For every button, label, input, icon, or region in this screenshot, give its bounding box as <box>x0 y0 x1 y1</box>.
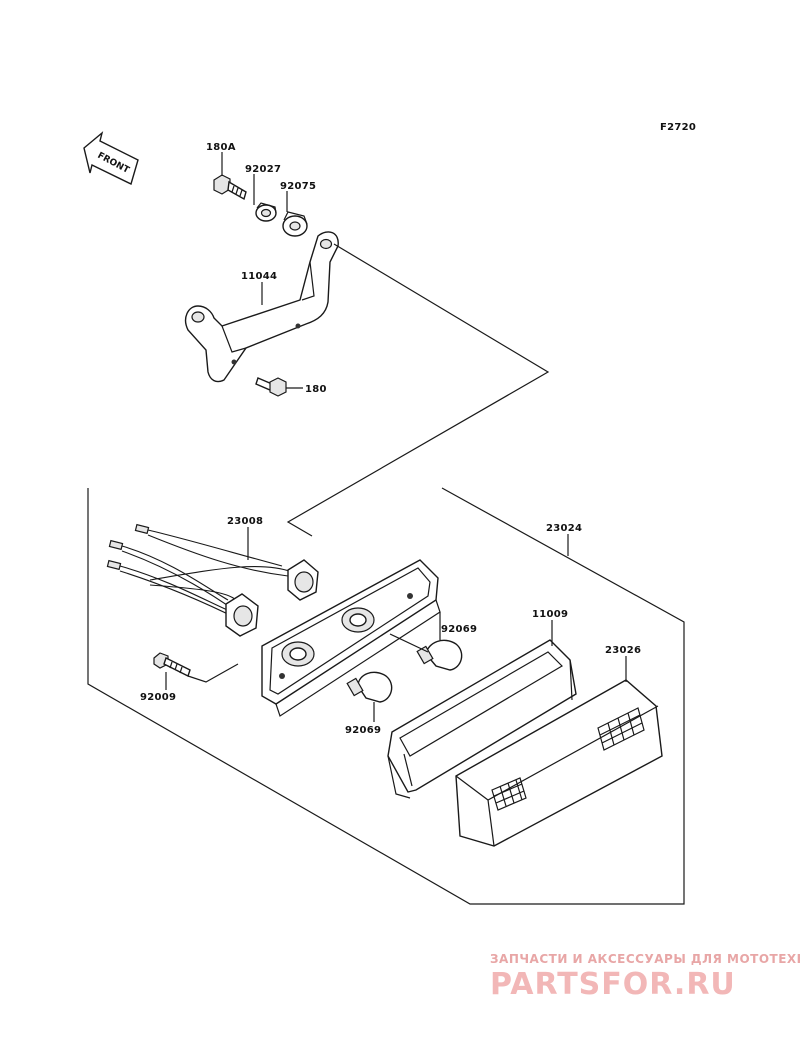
screw-92009 <box>153 652 191 677</box>
label-23024: 23024 <box>546 523 582 534</box>
frame-11009 <box>387 639 577 799</box>
lower-assembly-outline <box>87 487 685 905</box>
label-11044: 11044 <box>241 271 277 282</box>
watermark-logo: PARTSFOR.RU <box>490 967 736 1002</box>
label-11009: 11009 <box>532 609 568 620</box>
bolt-180a <box>213 174 247 201</box>
label-23008: 23008 <box>227 516 263 527</box>
screw-path-line <box>187 663 239 683</box>
label-92069-upper: 92069 <box>441 624 477 635</box>
label-92069-lower: 92069 <box>345 725 381 736</box>
wire-harness-23008 <box>106 523 319 637</box>
bulb-92069-lower <box>346 671 393 703</box>
diagram-code: F2720 <box>660 122 696 133</box>
leader-bulb-upper-path <box>389 633 429 653</box>
bolt-180 <box>255 377 287 397</box>
label-92075: 92075 <box>280 181 316 192</box>
grommet-92075 <box>282 211 308 237</box>
lens-reflector-pattern-left <box>491 777 527 811</box>
label-92027: 92027 <box>245 164 281 175</box>
watermark: ЗАПЧАСТИ И АКСЕССУАРЫ ДЛЯ МОТОТЕХНИКИ PA… <box>490 952 800 1002</box>
bracket-11044 <box>184 231 339 383</box>
label-92009: 92009 <box>140 692 176 703</box>
label-23026: 23026 <box>605 645 641 656</box>
assembly-connector-line <box>286 243 550 537</box>
lamp-housing <box>261 559 441 717</box>
lens-reflector-pattern-right <box>597 707 645 751</box>
watermark-tagline: ЗАПЧАСТИ И АКСЕССУАРЫ ДЛЯ МОТОТЕХНИКИ <box>490 952 800 966</box>
collar-92027 <box>255 202 277 222</box>
front-arrow-icon: FRONT <box>83 131 139 185</box>
label-180a: 180A <box>206 142 236 153</box>
bulb-92069-upper <box>416 639 463 671</box>
label-180: 180 <box>305 384 327 395</box>
